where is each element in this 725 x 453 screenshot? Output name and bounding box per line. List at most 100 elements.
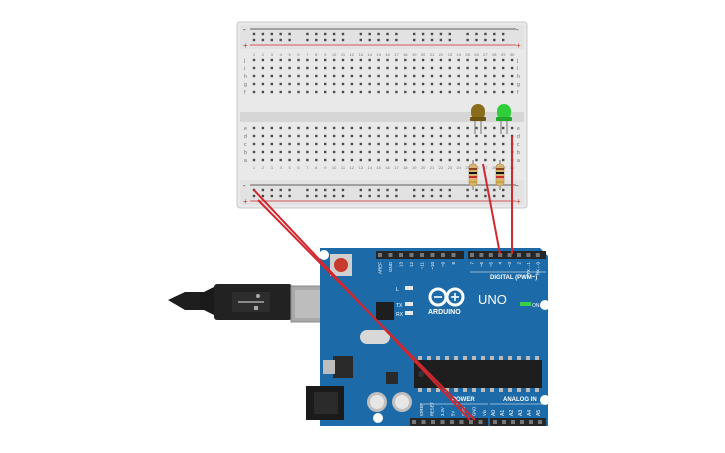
rail-hole[interactable] — [475, 38, 478, 42]
bb-hole[interactable] — [439, 142, 443, 146]
digital-pin-hole[interactable] — [470, 253, 474, 257]
bb-hole[interactable] — [368, 126, 371, 130]
bb-hole[interactable] — [457, 90, 460, 94]
bb-hole[interactable] — [439, 82, 443, 86]
rail-hole[interactable] — [341, 188, 345, 192]
bb-hole[interactable] — [377, 74, 380, 78]
bb-hole[interactable] — [421, 74, 425, 78]
bb-hole[interactable] — [510, 66, 514, 70]
bb-hole[interactable] — [466, 134, 469, 138]
rail-hole[interactable] — [261, 188, 265, 192]
bb-hole[interactable] — [413, 126, 416, 130]
rail-hole[interactable] — [324, 32, 327, 36]
bb-hole[interactable] — [270, 142, 273, 146]
rail-hole[interactable] — [386, 188, 389, 192]
rail-hole[interactable] — [306, 188, 309, 192]
bb-hole[interactable] — [510, 126, 514, 130]
bb-hole[interactable] — [288, 66, 291, 70]
bb-hole[interactable] — [475, 150, 478, 154]
rail-hole[interactable] — [395, 194, 398, 198]
bb-hole[interactable] — [315, 74, 318, 78]
bb-hole[interactable] — [270, 134, 273, 138]
bb-hole[interactable] — [350, 74, 354, 78]
bb-hole[interactable] — [332, 150, 336, 154]
bb-hole[interactable] — [279, 90, 282, 94]
bb-hole[interactable] — [350, 134, 354, 138]
bb-hole[interactable] — [279, 126, 282, 130]
bb-hole[interactable] — [493, 74, 496, 78]
bb-hole[interactable] — [306, 150, 309, 154]
bb-hole[interactable] — [448, 134, 451, 138]
reset-button-icon[interactable] — [330, 254, 352, 276]
rail-hole[interactable] — [270, 194, 273, 198]
bb-hole[interactable] — [368, 90, 371, 94]
bb-hole[interactable] — [368, 58, 371, 62]
rail-hole[interactable] — [261, 38, 265, 42]
analog-pin-hole[interactable] — [529, 420, 533, 424]
bb-hole[interactable] — [484, 142, 487, 146]
bb-hole[interactable] — [332, 82, 336, 86]
bb-hole[interactable] — [279, 150, 282, 154]
bb-hole[interactable] — [395, 82, 398, 86]
bb-hole[interactable] — [324, 150, 327, 154]
rail-hole[interactable] — [502, 194, 505, 198]
bb-hole[interactable] — [439, 134, 443, 138]
bb-hole[interactable] — [306, 74, 309, 78]
bb-hole[interactable] — [252, 58, 256, 62]
bb-hole[interactable] — [386, 66, 389, 70]
bb-hole[interactable] — [502, 150, 505, 154]
rail-hole[interactable] — [341, 194, 345, 198]
bb-hole[interactable] — [341, 158, 345, 162]
rail-hole[interactable] — [359, 38, 362, 42]
bb-hole[interactable] — [430, 150, 434, 154]
bb-hole[interactable] — [315, 82, 318, 86]
bb-hole[interactable] — [430, 134, 434, 138]
bb-hole[interactable] — [324, 126, 327, 130]
bb-hole[interactable] — [359, 66, 362, 70]
bb-hole[interactable] — [252, 150, 256, 154]
bb-hole[interactable] — [368, 158, 371, 162]
bb-hole[interactable] — [395, 74, 398, 78]
bb-hole[interactable] — [288, 82, 291, 86]
bb-hole[interactable] — [421, 134, 425, 138]
bb-hole[interactable] — [252, 134, 256, 138]
bb-hole[interactable] — [324, 66, 327, 70]
bb-hole[interactable] — [377, 134, 380, 138]
bb-hole[interactable] — [421, 90, 425, 94]
bb-hole[interactable] — [439, 66, 443, 70]
rail-hole[interactable] — [341, 38, 345, 42]
bb-hole[interactable] — [350, 66, 354, 70]
power-pin-hole[interactable] — [469, 420, 473, 424]
rail-hole[interactable] — [430, 194, 434, 198]
rail-hole[interactable] — [448, 194, 451, 198]
bb-hole[interactable] — [386, 58, 389, 62]
bb-hole[interactable] — [484, 58, 487, 62]
bb-hole[interactable] — [297, 82, 300, 86]
bb-hole[interactable] — [324, 58, 327, 62]
bb-hole[interactable] — [475, 82, 478, 86]
bb-hole[interactable] — [288, 142, 291, 146]
bb-hole[interactable] — [502, 158, 505, 162]
bb-hole[interactable] — [404, 126, 407, 130]
bb-hole[interactable] — [395, 158, 398, 162]
rail-hole[interactable] — [466, 188, 469, 192]
bb-hole[interactable] — [475, 74, 478, 78]
digital-pin-hole[interactable] — [388, 253, 393, 257]
bb-hole[interactable] — [341, 150, 345, 154]
bb-hole[interactable] — [359, 142, 362, 146]
bb-hole[interactable] — [324, 74, 327, 78]
rail-hole[interactable] — [368, 194, 371, 198]
bb-hole[interactable] — [368, 134, 371, 138]
bb-hole[interactable] — [448, 150, 451, 154]
bb-hole[interactable] — [359, 90, 362, 94]
bb-hole[interactable] — [261, 158, 265, 162]
digital-pin-hole[interactable] — [498, 253, 503, 257]
bb-hole[interactable] — [306, 158, 309, 162]
bb-hole[interactable] — [413, 134, 416, 138]
rail-hole[interactable] — [439, 194, 443, 198]
bb-hole[interactable] — [502, 90, 505, 94]
power-pin-hole[interactable] — [440, 420, 445, 424]
bb-hole[interactable] — [493, 58, 496, 62]
bb-hole[interactable] — [395, 126, 398, 130]
